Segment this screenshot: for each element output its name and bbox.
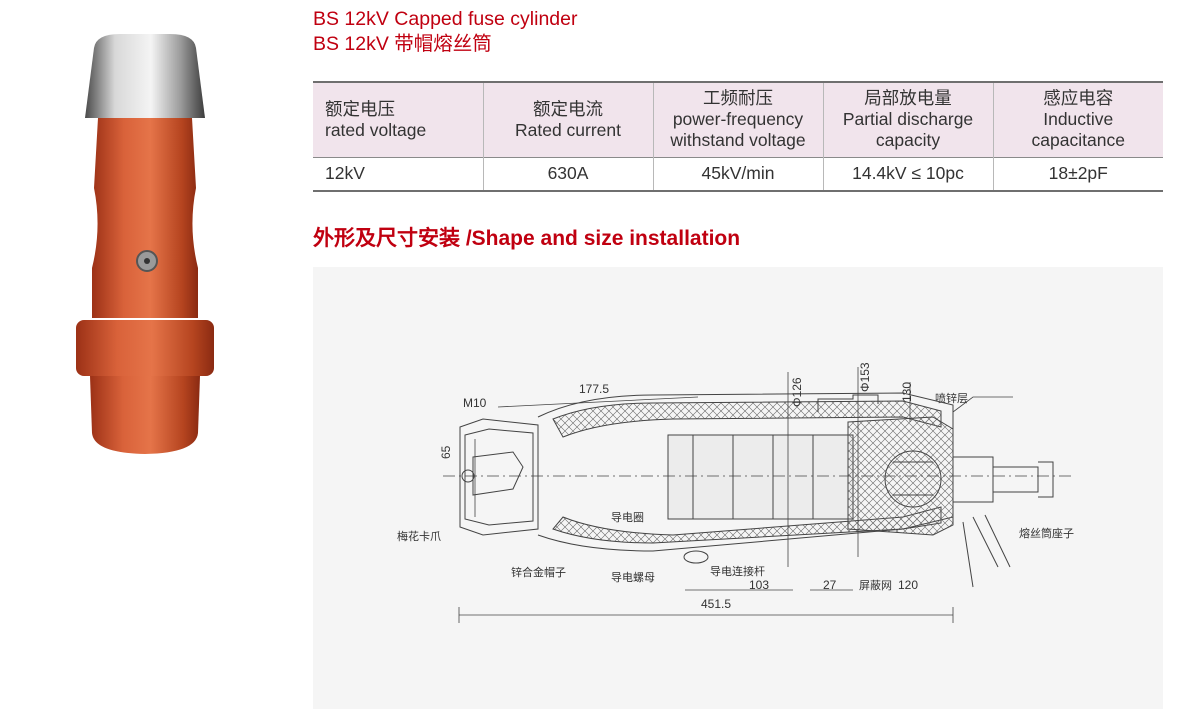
dim-177: 177.5 xyxy=(579,382,609,396)
label-fuse-socket: 熔丝筒座子 xyxy=(1019,526,1074,540)
dim-m10: M10 xyxy=(463,396,487,410)
section-title: 外形及尺寸安装 /Shape and size installation xyxy=(313,227,741,250)
table-row: 12kV 630A 45kV/min 14.4kV ≤ 10pc 18±2pF xyxy=(313,157,1163,191)
label-shield-net: 屏蔽网 xyxy=(859,579,892,592)
cell-voltage: 12kV xyxy=(325,163,365,184)
dim-65: 65 xyxy=(439,445,453,459)
spec-table: 额定电压 rated voltage 额定电流 Rated current 工频… xyxy=(313,81,1163,192)
label-zinc-layer: 喷锌层 xyxy=(935,391,968,405)
dim-103: 103 xyxy=(749,578,769,592)
page-title: BS 12kV Capped fuse cylinder BS 12kV 带帽熔… xyxy=(313,7,578,57)
fuse-outline xyxy=(443,392,1073,588)
drawing-canvas: 177.5 M10 65 Φ126 Φ153 130 103 27 120 45… xyxy=(397,362,1074,623)
title-chinese: BS 12kV 带帽熔丝筒 xyxy=(313,33,492,55)
cell-current: 630A xyxy=(482,157,653,191)
dim-451: 451.5 xyxy=(701,597,731,611)
technical-drawing: 177.5 M10 65 Φ126 Φ153 130 103 27 120 45… xyxy=(313,267,1163,709)
label-conductive-nut: 导电螺母 xyxy=(611,571,655,584)
label-zinc-cap: 锌合金帽子 xyxy=(511,565,566,579)
dim-27: 27 xyxy=(823,578,837,592)
col-withstand-voltage: 工频耐压 power-frequency withstand voltage xyxy=(652,82,823,157)
col-rated-current: 额定电流 Rated current xyxy=(482,82,653,157)
dimension-lines xyxy=(458,367,1013,623)
component-labels: 喷锌层 梅花卡爪 导电圈 锌合金帽子 导电螺母 导电连接杆 屏蔽网 熔丝筒座子 xyxy=(397,391,1074,592)
dim-phi126: Φ126 xyxy=(790,377,804,407)
cell-capacitance: 18±2pF xyxy=(992,157,1163,191)
label-plum-claw: 梅花卡爪 xyxy=(397,529,441,543)
cell-discharge: 14.4kV ≤ 10pc xyxy=(822,157,993,191)
cell-withstand: 45kV/min xyxy=(652,157,823,191)
label-conductive-rod: 导电连接杆 xyxy=(710,564,765,578)
title-english: BS 12kV Capped fuse cylinder xyxy=(313,8,578,30)
col-inductive-capacitance: 感应电容 Inductive capacitance xyxy=(992,82,1163,157)
col-rated-voltage: 额定电压 rated voltage xyxy=(325,98,427,140)
dim-phi153: Φ153 xyxy=(858,362,872,392)
dim-120: 120 xyxy=(898,578,918,592)
label-conductive-ring: 导电圈 xyxy=(611,511,644,524)
col-partial-discharge: 局部放电量 Partial discharge capacity xyxy=(822,82,993,157)
product-photo xyxy=(76,34,214,454)
table-header-row: 额定电压 rated voltage 额定电流 Rated current 工频… xyxy=(313,82,1163,157)
dim-130: 130 xyxy=(900,382,914,402)
dimension-texts: 177.5 M10 65 Φ126 Φ153 130 103 27 120 45… xyxy=(439,362,918,611)
